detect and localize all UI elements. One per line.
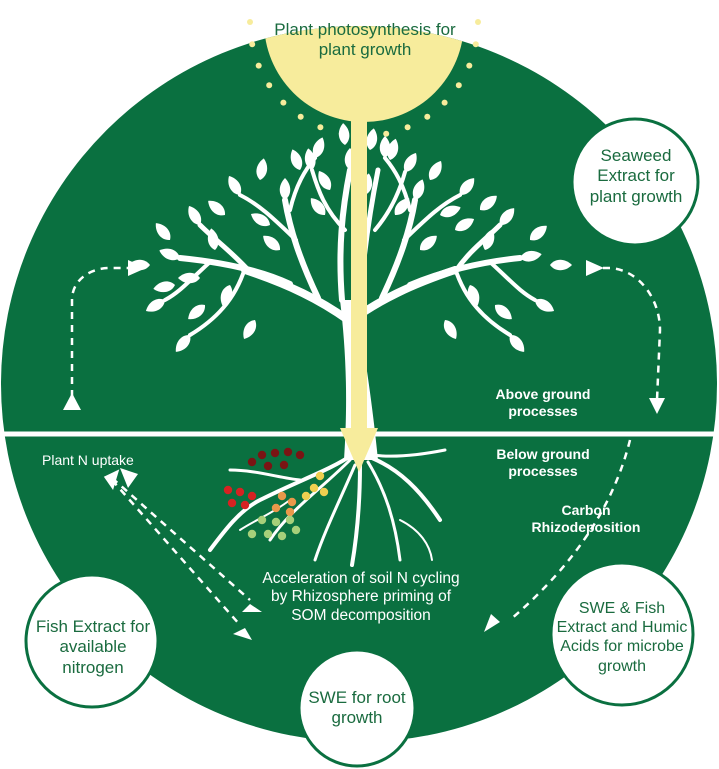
sun-ray-dot: [441, 99, 448, 106]
dashed-arrow-fish-to-accel: [111, 479, 241, 626]
sun-ray-dot: [475, 19, 481, 25]
soil-particle-dot: [247, 529, 257, 539]
acceleration-label: Acceleration of soil N cycling by Rhizos…: [262, 570, 460, 624]
sun-ray-dot: [317, 124, 324, 131]
soil-particle-dot: [277, 531, 287, 541]
soil-particle-dot: [319, 487, 329, 497]
soil-particle-dot: [291, 525, 301, 535]
soil-particle-dot: [257, 450, 267, 460]
soil-particle-dot: [270, 448, 280, 458]
soil-particle-dot: [257, 515, 267, 525]
plant-n-uptake-label: Plant N uptake: [42, 452, 134, 468]
soil-particle-dot: [235, 487, 245, 497]
sun-ray-dot: [404, 124, 411, 131]
sun-ray-dot: [383, 130, 390, 137]
bubble-seaweed: [570, 117, 700, 247]
bubble-swe-fish-humic: [549, 561, 695, 707]
dashed-arrow-right-down: [590, 266, 662, 401]
arrow-heads: [63, 260, 665, 640]
sun-ray-dot: [424, 113, 431, 120]
soil-particle-dot: [227, 498, 237, 508]
sun-label: Plant photosynthesis for plant growth: [274, 20, 456, 60]
soil-particles: [223, 447, 329, 541]
below-ground-label: Below ground processes: [496, 446, 590, 479]
dashed-arrow-carbon: [509, 439, 632, 621]
soil-particle-dot: [263, 461, 273, 471]
bubble-fish: [24, 573, 160, 709]
sun-ray-dot: [466, 62, 473, 69]
seaweed-extract-label: Seaweed Extract for plant growth: [589, 146, 683, 206]
soil-particle-dot: [279, 460, 289, 470]
photosynthesis-arrow: [340, 115, 378, 472]
soil-particle-dot: [315, 471, 325, 481]
soil-particle-dot: [285, 507, 295, 517]
carbon-rhizodeposition-label: Carbon Rhizodeposition: [531, 502, 641, 535]
soil-particle-dot: [271, 503, 281, 513]
sun-ray-dot: [280, 99, 287, 106]
soil-particle-dot: [240, 500, 250, 510]
tree: [128, 122, 572, 567]
soil-particle-dot: [309, 483, 319, 493]
soil-particle-dot: [283, 447, 293, 457]
fish-extract-label: Fish Extract for available nitrogen: [35, 617, 151, 677]
sun-ray-dot: [266, 82, 273, 89]
soil-particle-dot: [277, 491, 287, 501]
soil-particle-dot: [285, 515, 295, 525]
sun-ray-dot: [247, 19, 253, 25]
soil-particle-dot: [301, 491, 311, 501]
soil-particle-dot: [223, 485, 233, 495]
soil-particle-dot: [287, 497, 297, 507]
dashed-arrow-fish-uptake: [111, 477, 251, 601]
tree-branches: [163, 156, 537, 337]
soil-particle-dot: [295, 450, 305, 460]
soil-particle-dot: [247, 491, 257, 501]
soil-particle-dot: [247, 457, 257, 467]
soil-particle-dot: [263, 529, 273, 539]
swe-fish-humic-label: SWE & Fish Extract and Humic Acids for m…: [556, 600, 688, 675]
sun-ray-dot: [472, 41, 479, 48]
roots: [208, 448, 447, 567]
bubble-swe-root: [297, 648, 417, 768]
sun-ray-dot: [455, 82, 462, 89]
dashed-arrow-left-up: [70, 266, 128, 410]
soil-particle-dot: [271, 517, 281, 527]
sun-ray-dot: [255, 62, 262, 69]
sun: [264, 26, 464, 122]
swe-root-label: SWE for root growth: [308, 688, 406, 728]
sun-ray-dot: [249, 41, 256, 48]
above-ground-label: Above ground processes: [495, 386, 591, 419]
sun-ray-dot: [297, 113, 304, 120]
